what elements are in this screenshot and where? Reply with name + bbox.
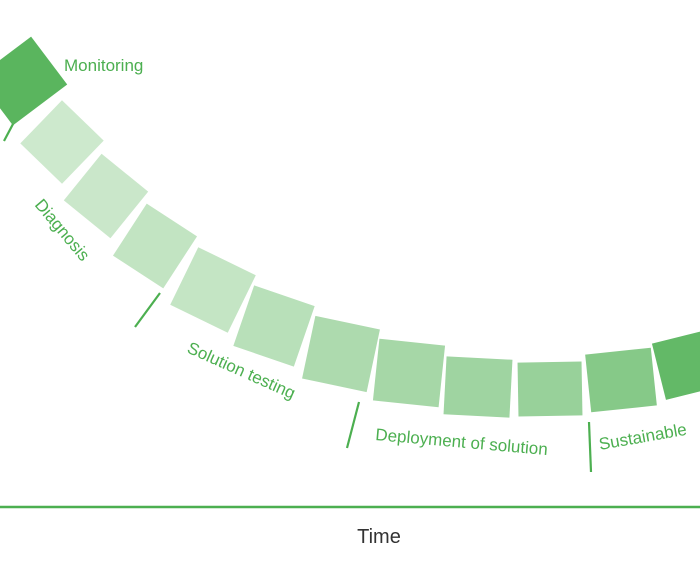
phase-label-monitoring: Monitoring xyxy=(64,56,143,75)
phase-label-deployment: Deployment of solution xyxy=(375,425,549,459)
curve-segment-8 xyxy=(372,338,446,408)
curve-segment-2 xyxy=(20,100,104,184)
curve-segment-3 xyxy=(63,153,149,239)
phase-dividers xyxy=(3,123,593,473)
curve-segment-7 xyxy=(302,315,380,393)
phase-divider-deployment-sustainable xyxy=(587,421,593,473)
curve-segment-12 xyxy=(651,328,700,400)
curve-segments xyxy=(0,36,700,418)
curve-segment-5 xyxy=(170,247,256,333)
phase-divider-monitoring-diagnosis xyxy=(3,123,14,142)
curve-segment-10 xyxy=(517,361,583,417)
phase-label-sustainable: Sustainable xyxy=(597,420,688,454)
phase-divider-diagnosis-testing xyxy=(134,292,161,328)
curve-segment-11 xyxy=(585,347,657,413)
curve-segment-1 xyxy=(0,36,68,126)
curve-segment-6 xyxy=(233,285,315,367)
curve-segment-4 xyxy=(112,203,198,289)
time-axis-label: Time xyxy=(357,526,401,548)
curve-segment-9 xyxy=(443,356,513,418)
phase-divider-testing-deployment xyxy=(345,401,361,449)
